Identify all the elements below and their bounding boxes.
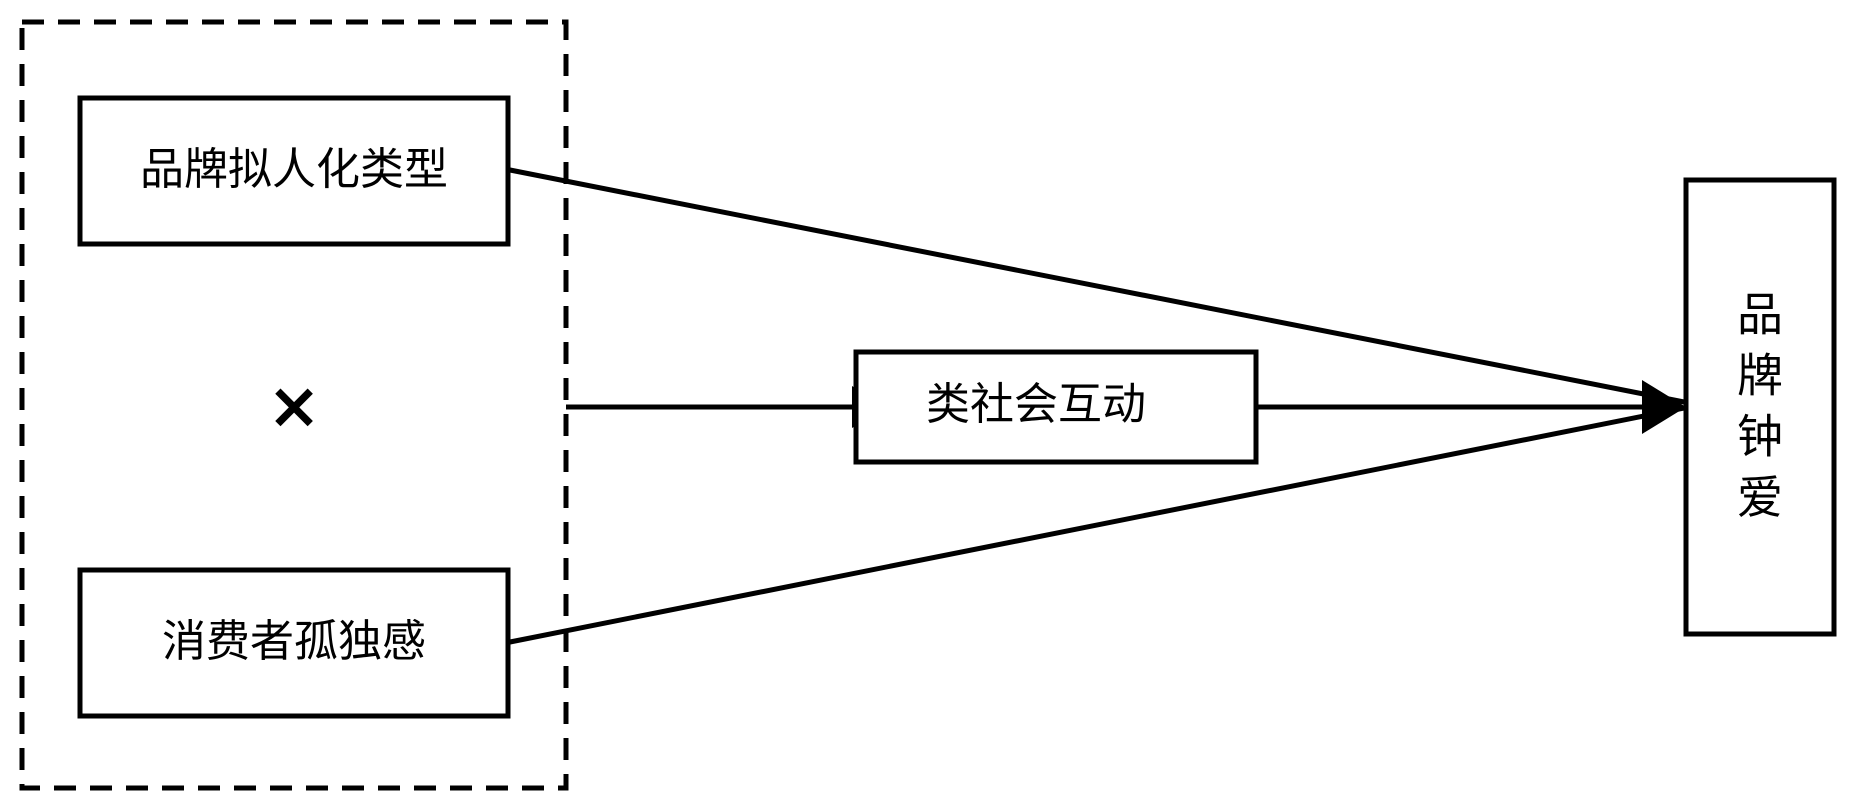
edge-loneliness-to-brand-love (509, 405, 1685, 645)
edge-anthropomorphism-to-brand-love (509, 167, 1685, 405)
node-brand-love-box (1683, 177, 1837, 637)
node-consumer-loneliness: 消费者孤独感 (77, 567, 511, 719)
node-brand-love: 品 牌 钟 爱 (1683, 177, 1837, 637)
node-brand-anthropomorphism-box (77, 95, 511, 247)
node-consumer-loneliness-label: 消费者孤独感 (162, 616, 426, 667)
node-parasocial-interaction-label: 类社会互动 (926, 379, 1146, 430)
node-brand-love-char-2: 牌 (1737, 349, 1783, 403)
arrowhead-to-brand-love (1642, 380, 1686, 434)
node-brand-anthropomorphism-label: 品牌拟人化类型 (140, 144, 448, 195)
node-parasocial-interaction: 类社会互动 (853, 349, 1259, 465)
node-parasocial-interaction-box (853, 349, 1259, 465)
node-brand-love-char-3: 钟 (1737, 410, 1783, 464)
interaction-group-box (19, 19, 569, 791)
node-brand-love-char-1: 品 (1737, 288, 1783, 342)
node-consumer-loneliness-box (77, 567, 511, 719)
node-brand-love-char-4: 爱 (1737, 471, 1783, 525)
node-brand-anthropomorphism: 品牌拟人化类型 (77, 95, 511, 247)
interaction-times-symbol: × (267, 370, 321, 444)
